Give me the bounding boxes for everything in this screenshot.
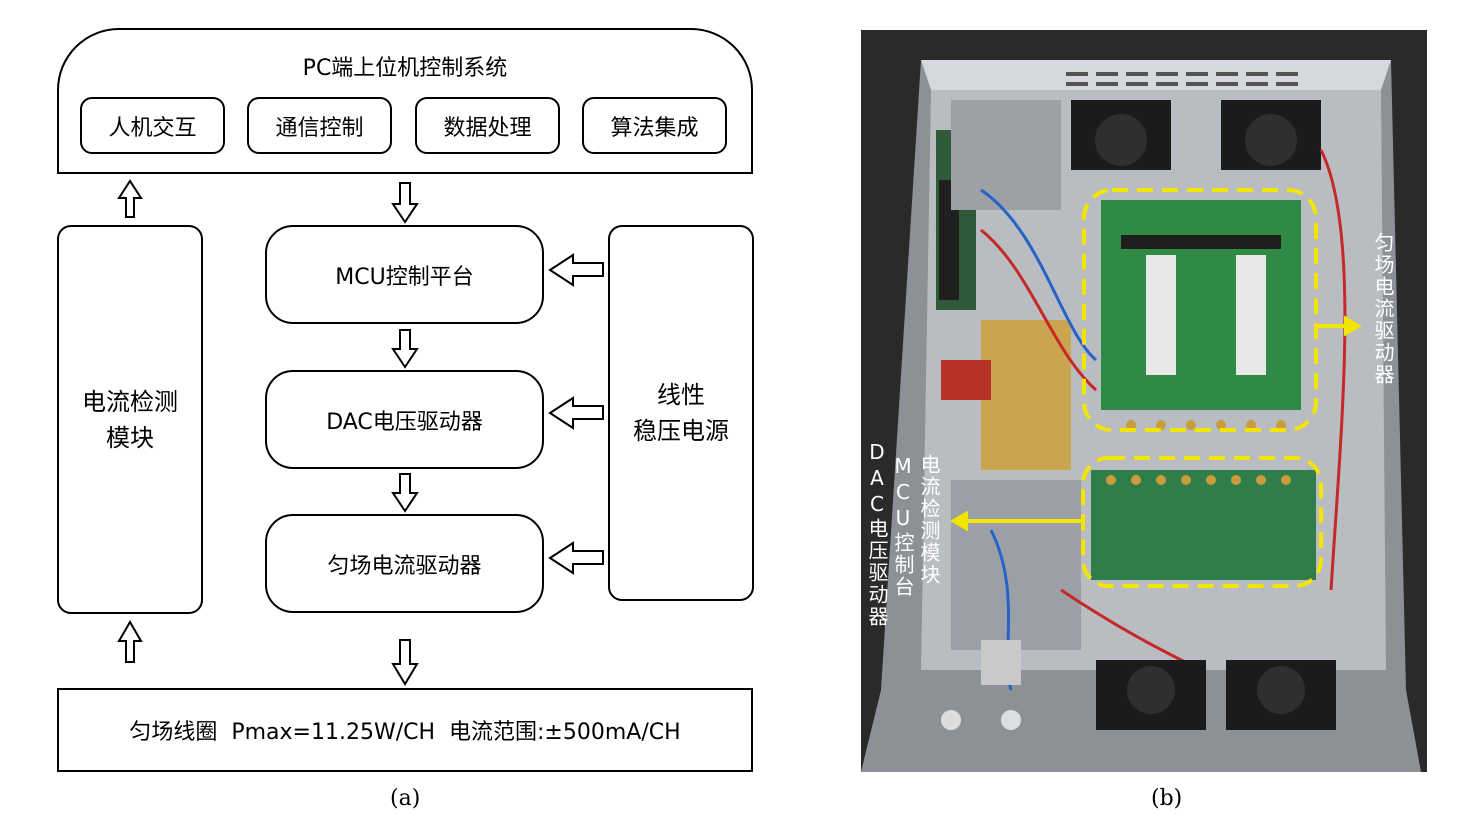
shim-coil-box: 匀场线圈 Pmax=11.25W/CH 电流范围:±500mA/CH <box>57 688 753 772</box>
caption-b: (b) <box>1151 786 1183 811</box>
photo-label-mcu: MCU控制台 <box>891 454 915 598</box>
hardware-photo <box>861 60 1421 772</box>
module-algo-box: 算法集成 <box>582 97 727 154</box>
linear-power-line2: 稳压电源 <box>633 417 729 445</box>
photo-label-dac: DAC电压驱动器 <box>865 440 889 628</box>
pc-control-system-title: PC端上位机控制系统 <box>302 56 508 81</box>
arrow-left-icon <box>548 541 604 575</box>
arrow-up-icon <box>117 620 143 663</box>
arrow-down-icon <box>391 182 419 224</box>
arrow-left-icon <box>548 253 604 287</box>
shim-current-driver-box: 匀场电流驱动器 <box>265 514 544 613</box>
caption-a: (a) <box>390 786 421 811</box>
linear-power-line1: 线性 <box>657 381 705 409</box>
current-detect-box: 电流检测 模块 <box>57 225 203 614</box>
arrow-up-icon <box>117 179 143 218</box>
arrow-down-icon <box>391 639 419 686</box>
hardware-photo-panel-b: 匀场电流驱动器 电流检测模块 MCU控制台 DAC电压驱动器 <box>861 30 1427 772</box>
arrow-down-icon <box>391 473 419 513</box>
photo-label-current-detect: 电流检测模块 <box>917 454 941 586</box>
photo-label-shim-driver: 匀场电流驱动器 <box>1371 232 1395 386</box>
arrow-left-icon <box>548 396 604 430</box>
dac-driver-box: DAC电压驱动器 <box>265 370 544 469</box>
current-detect-line1: 电流检测 <box>82 387 178 416</box>
module-hci-box: 人机交互 <box>80 97 225 154</box>
module-comm-box: 通信控制 <box>247 97 392 154</box>
mcu-platform-box: MCU控制平台 <box>265 225 544 324</box>
diagram-arrows <box>117 179 604 686</box>
arrow-down-icon <box>391 329 419 369</box>
highlight-shim-driver <box>1082 188 1318 432</box>
linear-power-box: 线性 稳压电源 <box>608 225 754 601</box>
current-detect-line2: 模块 <box>106 423 154 452</box>
module-data-box: 数据处理 <box>415 97 560 154</box>
